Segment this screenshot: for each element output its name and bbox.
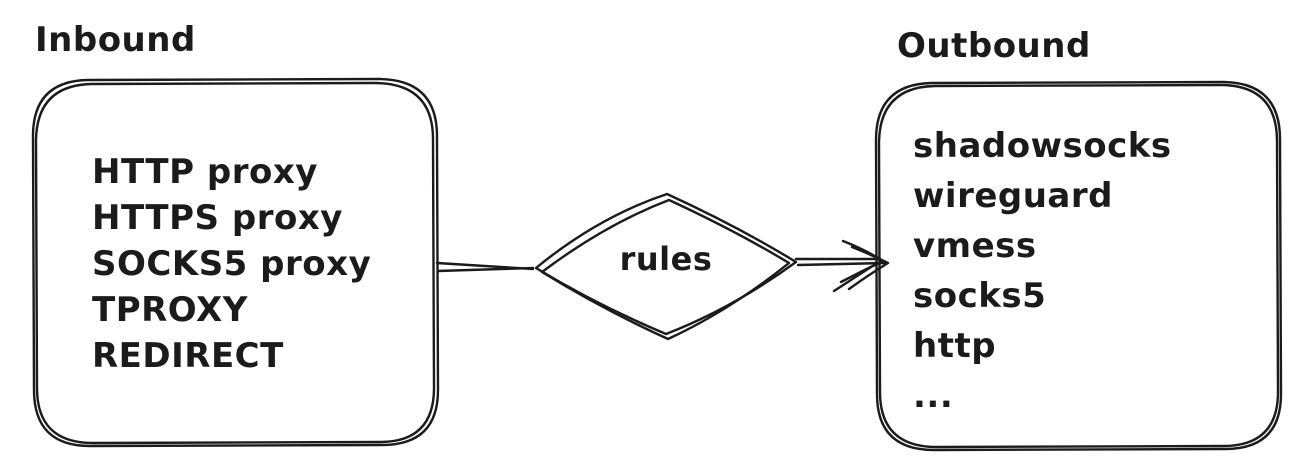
outbound-item: socks5 [913,276,1047,316]
outbound-title: Outbound [897,26,1091,66]
rules-label: rules [619,240,713,278]
inbound-item: TPROXY [92,290,248,330]
inbound-item: REDIRECT [92,336,284,376]
inbound-to-rules-connector [435,261,535,273]
outbound-item: vmess [913,226,1037,266]
inbound-item: HTTPS proxy [92,198,343,238]
outbound-item: ... [913,376,954,416]
inbound-box [31,77,440,448]
rules-diamond [534,192,798,341]
inbound-item: SOCKS5 proxy [92,244,372,284]
inbound-title: Inbound [35,20,196,60]
outbound-item: http [913,326,997,366]
outbound-item-list: shadowsocks wireguard vmess socks5 http … [913,121,1172,421]
outbound-item: shadowsocks [913,126,1172,166]
rules-to-outbound-arrow [794,239,890,293]
outbound-item: wireguard [913,176,1113,216]
inbound-item-list: HTTP proxy HTTPS proxy SOCKS5 proxy TPRO… [92,149,371,379]
outbound-box [874,80,1283,452]
inbound-item: HTTP proxy [92,152,318,192]
